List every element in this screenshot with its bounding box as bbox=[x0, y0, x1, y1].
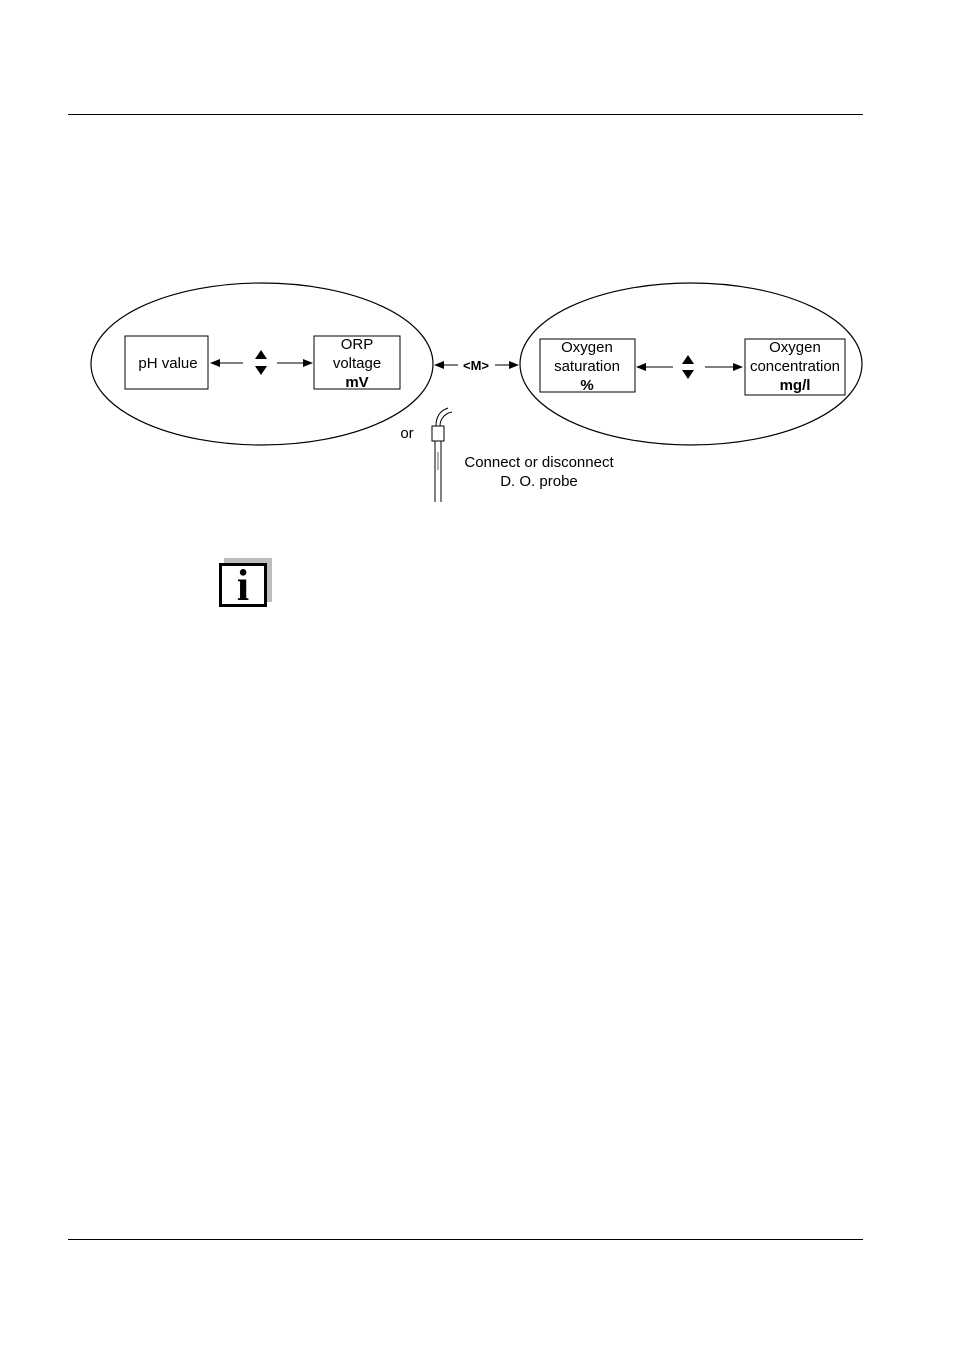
info-icon: i bbox=[219, 563, 267, 607]
m-key-label: <M> bbox=[463, 358, 489, 373]
footer-rule bbox=[68, 1239, 863, 1240]
saturation-line2: saturation bbox=[554, 358, 620, 375]
concentration-line2: concentration bbox=[750, 358, 840, 375]
saturation-unit: % bbox=[580, 377, 593, 394]
up-down-arrow-icon bbox=[682, 355, 694, 379]
orp-unit: mV bbox=[345, 374, 368, 391]
up-down-arrow-icon bbox=[255, 350, 267, 375]
measurement-mode-diagram: pH value ORP voltage mV <M> or Connect o… bbox=[0, 0, 954, 620]
concentration-unit: mg/l bbox=[780, 377, 811, 394]
probe-note-line2: D. O. probe bbox=[500, 473, 578, 490]
or-label: or bbox=[400, 425, 413, 442]
orp-line2: voltage bbox=[333, 355, 381, 372]
probe-note-line1: Connect or disconnect bbox=[464, 454, 614, 471]
saturation-line1: Oxygen bbox=[561, 339, 613, 356]
orp-line1: ORP bbox=[341, 336, 374, 353]
ph-value-label: pH value bbox=[138, 355, 197, 372]
info-glyph: i bbox=[222, 562, 264, 610]
concentration-line1: Oxygen bbox=[769, 339, 821, 356]
probe-icon bbox=[432, 408, 452, 502]
